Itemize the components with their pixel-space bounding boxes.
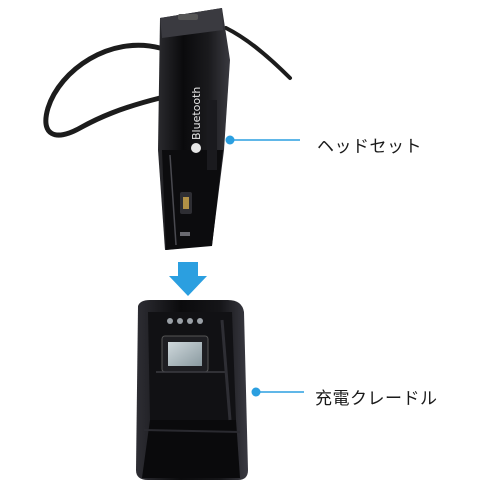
bluetooth-logo: Bluetooth bbox=[190, 87, 203, 153]
down-arrow-icon bbox=[169, 262, 207, 296]
headset-top-slot bbox=[178, 14, 198, 20]
headset-label: ヘッドセット bbox=[317, 137, 422, 157]
cradle-callout bbox=[251, 387, 304, 397]
ear-hook-tail bbox=[224, 26, 292, 80]
callout-dot-icon bbox=[225, 135, 235, 145]
headset-body bbox=[158, 8, 230, 250]
cradle-label: 充電クレードル bbox=[315, 389, 438, 409]
bluetooth-icon bbox=[191, 143, 201, 153]
callout-dot-icon bbox=[251, 387, 261, 397]
headset-callout bbox=[225, 135, 300, 145]
cradle-indicator-lights bbox=[167, 318, 203, 324]
headset-led bbox=[183, 197, 189, 209]
svg-text:Bluetooth: Bluetooth bbox=[190, 87, 203, 140]
cradle-screen bbox=[168, 342, 202, 366]
ear-hook-cable bbox=[43, 42, 163, 138]
cradle-body bbox=[136, 300, 248, 480]
